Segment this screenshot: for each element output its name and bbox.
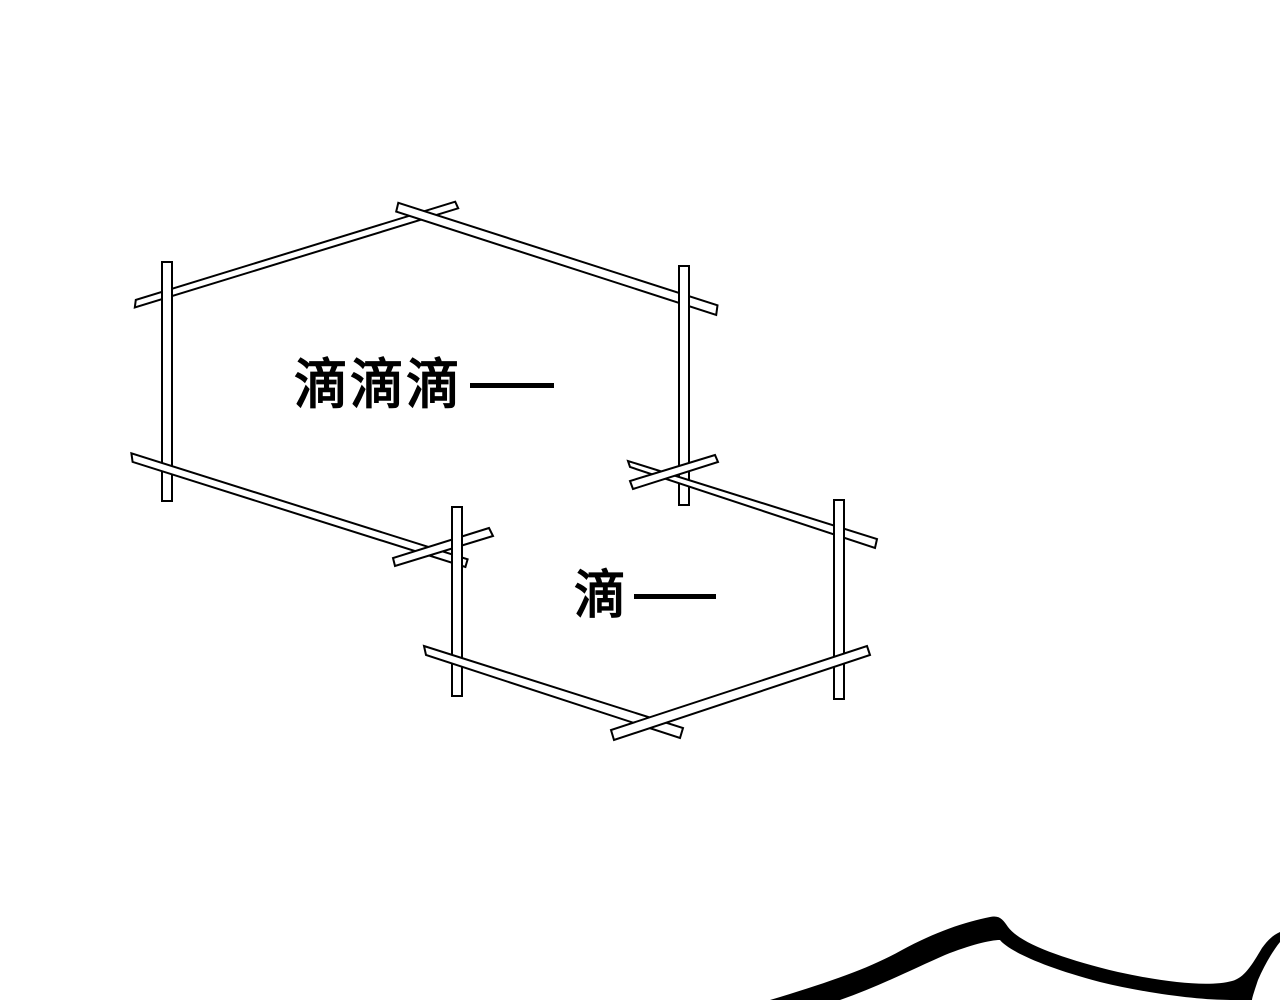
- frame-bar: [133, 200, 460, 309]
- frame-bar: [678, 265, 690, 506]
- frame-bar: [395, 201, 719, 317]
- dash-mark: [470, 382, 554, 388]
- hexagon-frame-large: [130, 200, 719, 569]
- hexagon-frame-small: [422, 453, 879, 742]
- frame-bar: [422, 644, 685, 740]
- frame-bar: [451, 506, 463, 697]
- character-outline-inner: [840, 940, 1230, 1000]
- frame-bar: [628, 453, 720, 491]
- frame-bar: [609, 644, 872, 742]
- frame-bar: [161, 261, 173, 502]
- sound-effect-small: 滴: [574, 570, 717, 622]
- sound-effect-small-text: 滴: [574, 566, 627, 626]
- frame-bar: [833, 499, 845, 700]
- sound-effect-large-text: 滴滴滴: [294, 353, 462, 416]
- sound-effect-large: 滴滴滴: [294, 358, 554, 412]
- dash-mark: [634, 593, 717, 599]
- frame-bar: [130, 451, 469, 569]
- frame-bar: [626, 459, 879, 550]
